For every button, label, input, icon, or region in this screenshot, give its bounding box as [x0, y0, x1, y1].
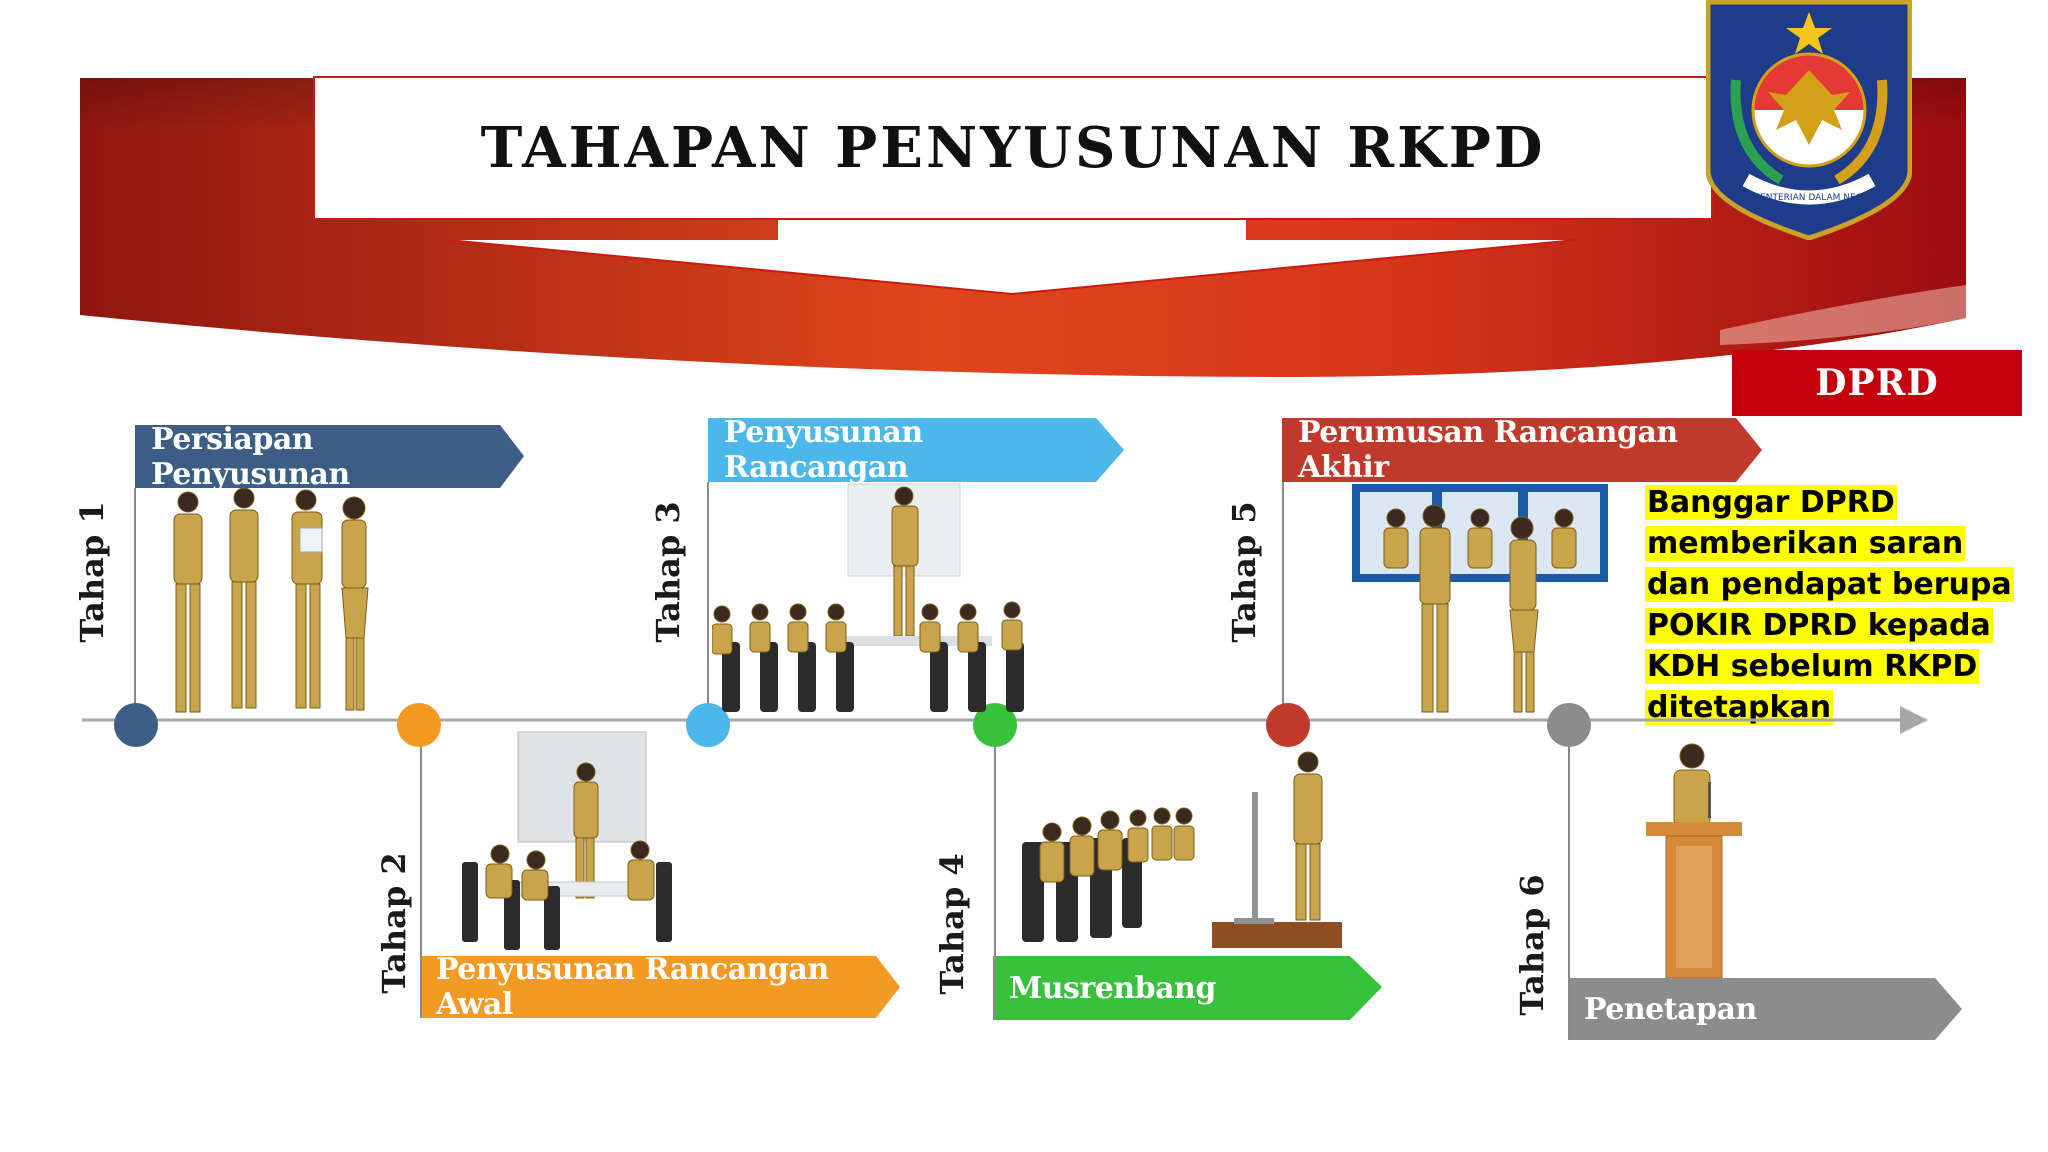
- connector-line: [1568, 720, 1570, 1040]
- stage-1-dot: [114, 703, 158, 747]
- timeline-arrowhead: [1900, 706, 1928, 734]
- stage-3-presentation-illustration: [712, 483, 1024, 712]
- stage-5-arrow: [1282, 418, 1762, 482]
- tahap-5-label: Tahap 5: [1225, 501, 1263, 643]
- stage-2-label: Penyusunan Rancangan Awal: [436, 952, 829, 1022]
- dprd-note: Banggar DPRD memberikan saran dan pendap…: [1645, 482, 2025, 728]
- connector-line: [134, 488, 136, 720]
- stage-1-label: Persiapan Penyusunan: [151, 421, 350, 492]
- stage-6-arrow: [1568, 978, 1962, 1040]
- connector-line: [1282, 482, 1284, 720]
- note-line: dan pendapat berupa: [1645, 567, 2014, 602]
- connector-line: [994, 720, 996, 1020]
- dprd-label: DPRD: [1815, 362, 1939, 404]
- stage-2-dot: [397, 703, 441, 747]
- stage-5-videoconference-illustration: [1352, 484, 1608, 713]
- dprd-box: DPRD: [1732, 350, 2022, 416]
- note-line: KDH sebelum RKPD: [1645, 649, 1980, 684]
- stage-3-dot: [686, 703, 730, 747]
- stage-4-label: Musrenbang: [1009, 970, 1216, 1006]
- stage-5-dot: [1266, 703, 1310, 747]
- stage-2-meeting-illustration: [462, 731, 672, 950]
- stage-1-arrow: [135, 425, 524, 488]
- tahap-6-label: Tahap 6: [1513, 874, 1551, 1016]
- stage-4-musrenbang-illustration: [1022, 751, 1342, 948]
- logo-text: KEMENTERIAN DALAM NEGERI: [1741, 193, 1878, 203]
- tahap-1-label: Tahap 1: [73, 501, 111, 643]
- kemendagri-logo: KEMENTERIAN DALAM NEGERI: [1706, 0, 1912, 240]
- note-line: POKIR DPRD kepada: [1645, 608, 1993, 643]
- tahap-4-label: Tahap 4: [933, 853, 971, 995]
- stage-5-label: Perumusan Rancangan Akhir: [1298, 415, 1678, 485]
- stage-1-officers-illustration: [173, 488, 369, 713]
- stage-6-dot: [1547, 703, 1591, 747]
- connector-line: [707, 482, 709, 720]
- note-line: memberikan saran: [1645, 526, 1966, 561]
- page-title: TAHAPAN PENYUSUNAN RKPD: [480, 115, 1546, 181]
- tahap-2-label: Tahap 2: [375, 852, 413, 994]
- stage-3-label: Penyusunan Rancangan: [724, 415, 923, 485]
- stage-6-podium-illustration: [1646, 743, 1742, 978]
- stage-6-label: Penetapan: [1584, 991, 1757, 1027]
- title-box: TAHAPAN PENYUSUNAN RKPD: [313, 76, 1713, 220]
- stage-4-arrow: [993, 956, 1382, 1020]
- stage-3-arrow: [708, 418, 1124, 482]
- note-line: Banggar DPRD: [1645, 485, 1897, 520]
- connector-line: [420, 720, 422, 1018]
- tahap-3-label: Tahap 3: [649, 501, 687, 643]
- stage-2-arrow: [420, 956, 900, 1018]
